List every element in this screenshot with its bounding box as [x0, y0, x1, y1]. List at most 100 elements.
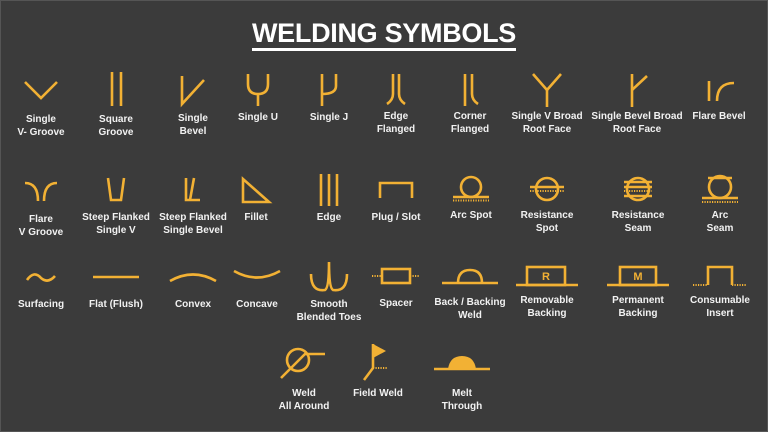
symbol-label: Plug / Slot [371, 212, 421, 223]
symbol-label: Edge [316, 212, 342, 223]
symbol-label: Melt Through [441, 388, 483, 412]
symbol-corner-flanged: Corner Flanged [415, 74, 525, 136]
symbol-arc-seam: Arc Seam [665, 174, 768, 235]
symbol-melt-through: Melt Through [407, 350, 517, 413]
svg-text:R: R [542, 271, 550, 283]
symbol-single-j: Single J [274, 74, 384, 124]
symbol-label: Field Weld [353, 388, 403, 399]
symbol-label: Fillet [244, 212, 268, 223]
symbol-label: Arc Seam [706, 210, 734, 234]
symbol-single-v-broad-root-face: Single V Broad Root Face [492, 73, 602, 136]
symbol-label: Steep Flanked Single Bevel [159, 212, 227, 236]
symbol-label: Single V- Groove [17, 114, 65, 138]
symbol-single-u: Single U [203, 74, 313, 124]
symbol-label: Square Groove [98, 114, 134, 138]
symbol-plug-slot: Plug / Slot [341, 180, 451, 224]
concave-icon [233, 269, 281, 279]
symbol-label: Resistance Spot [520, 210, 574, 234]
symbol-label: Arc Spot [450, 210, 492, 221]
symbol-resistance-spot: Resistance Spot [492, 176, 602, 235]
symbol-label: Steep Flanked Single V [82, 212, 150, 236]
single-j-icon [320, 74, 338, 106]
symbol-label: Resistance Seam [611, 210, 665, 234]
symbol-concave: Concave [202, 268, 312, 311]
symbol-label: Flat (Flush) [89, 299, 143, 310]
removable-backing-icon: R [516, 265, 578, 287]
corner-flanged-icon [463, 74, 479, 106]
consumable-insert-icon [693, 265, 747, 286]
flare-bevel-icon [707, 81, 735, 102]
symbol-label: Convex [174, 299, 212, 310]
single-v-groove-icon [24, 81, 58, 100]
symbol-arc-spot: Arc Spot [416, 175, 526, 222]
arc-spot-icon [453, 175, 489, 202]
symbol-flat-flush: Flat (Flush) [61, 270, 171, 311]
arc-seam-icon [702, 174, 738, 203]
symbol-edge: Edge [274, 174, 384, 224]
symbol-convex: Convex [138, 268, 248, 311]
symbol-flare-bevel: Flare Bevel [664, 79, 768, 123]
page-title: WELDING SYMBOLS [0, 18, 768, 51]
symbol-resistance-seam: Resistance Seam [583, 176, 693, 235]
symbol-square-groove: Square Groove [61, 72, 171, 139]
symbol-label: Surfacing [17, 299, 65, 310]
symbol-flare-v-groove: Flare V Groove [0, 179, 96, 239]
symbol-back-backing-weld: Back / Backing Weld [415, 266, 525, 322]
symbol-label: Flare Bevel [692, 111, 746, 122]
permanent-backing-icon: M [607, 265, 669, 287]
symbol-label: Single U [237, 112, 278, 123]
symbol-label: Permanent Backing [612, 295, 664, 319]
symbol-consumable-insert: Consumable Insert [665, 264, 768, 320]
edge-icon [319, 174, 339, 206]
symbol-label: Edge Flanged [376, 111, 416, 135]
symbol-steep-flanked-single-v: Steep Flanked Single V [61, 176, 171, 237]
steep-flanked-single-v-icon [106, 177, 126, 202]
symbol-label: Smooth Blended Toes [296, 299, 362, 323]
square-groove-icon [110, 72, 123, 106]
symbol-weld-all-around: Weld All Around [249, 342, 359, 413]
symbol-permanent-backing: M Permanent Backing [583, 264, 693, 320]
symbol-surfacing: Surfacing [0, 270, 96, 311]
fillet-icon [241, 176, 273, 204]
spacer-icon [372, 267, 420, 285]
title-text: WELDING SYMBOLS [252, 18, 516, 51]
symbol-single-v-groove: Single V- Groove [0, 78, 96, 139]
symbol-single-bevel-broad-root-face: Single Bevel Broad Root Face [582, 74, 692, 136]
resistance-seam-icon [624, 176, 652, 202]
symbol-label: Consumable Insert [689, 295, 750, 319]
symbol-label: Spacer [379, 298, 413, 309]
symbol-label: Back / Backing Weld [434, 297, 506, 321]
flare-v-groove-icon [24, 181, 58, 202]
field-weld-icon [362, 344, 387, 381]
symbol-label: Removable Backing [520, 295, 574, 319]
back-backing-weld-icon [442, 268, 498, 285]
flat-flush-icon [93, 275, 139, 279]
symbol-steep-flanked-single-bevel: Steep Flanked Single Bevel [138, 176, 248, 237]
symbol-label: Weld All Around [278, 388, 330, 412]
symbol-edge-flanged: Edge Flanged [341, 74, 451, 136]
symbol-label: Corner Flanged [450, 111, 490, 135]
symbol-label: Concave [236, 299, 278, 310]
symbol-label: Single Bevel [177, 113, 208, 137]
symbol-label: Single V Broad Root Face [511, 111, 583, 135]
symbol-fillet: Fillet [201, 176, 311, 224]
single-u-icon [246, 74, 270, 106]
symbol-label: Flare V Groove [18, 214, 64, 238]
steep-flanked-single-bevel-icon [184, 177, 200, 202]
single-v-broad-root-face-icon [532, 73, 562, 107]
melt-through-icon [434, 356, 490, 371]
symbol-removable-backing: R Removable Backing [492, 264, 602, 320]
single-bevel-icon [180, 76, 205, 108]
symbol-smooth-blended-toes: Smooth Blended Toes [274, 261, 384, 324]
single-bevel-broad-root-face-icon [630, 74, 648, 107]
convex-icon [169, 273, 217, 283]
plug-slot-icon [378, 181, 414, 198]
surfacing-icon [25, 273, 56, 282]
symbol-spacer: Spacer [341, 267, 451, 310]
smooth-blended-toes-icon [309, 261, 349, 292]
symbol-single-bevel: Single Bevel [138, 74, 248, 138]
symbol-label: Single Bevel Broad Root Face [591, 111, 683, 135]
resistance-spot-icon [530, 176, 564, 202]
svg-text:M: M [633, 271, 642, 283]
weld-all-around-icon [280, 347, 325, 379]
